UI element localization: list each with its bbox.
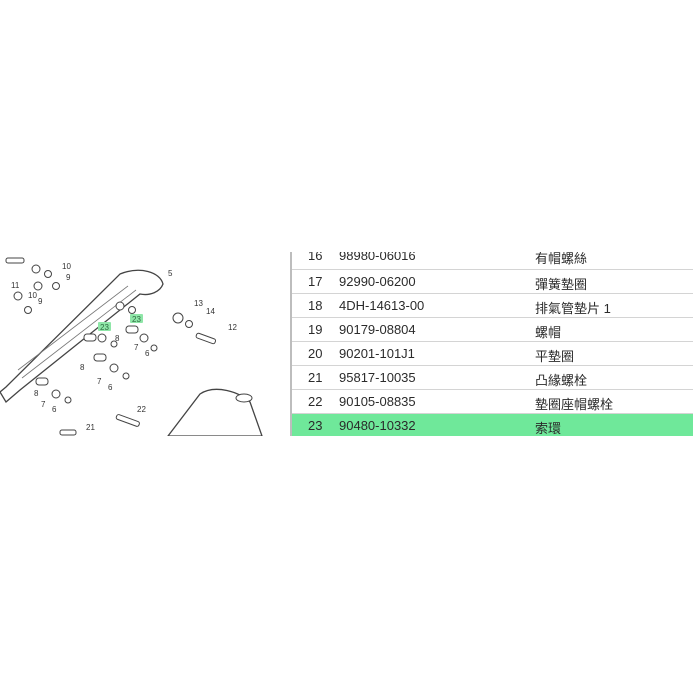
svg-text:23: 23 — [132, 315, 141, 324]
row-part-name: 索環 — [535, 421, 562, 436]
svg-text:7: 7 — [134, 343, 139, 352]
row-part-number: 95817-10035 — [339, 370, 416, 385]
row-index: 17 — [308, 274, 323, 289]
row-part-name: 墊圈座帽螺栓 — [535, 397, 614, 412]
highlight-badge-23-b[interactable]: 23 — [130, 314, 143, 324]
row-part-number: 98980-06016 — [339, 252, 416, 263]
row-part-name: 凸緣螺栓 — [535, 373, 588, 388]
table-row[interactable]: 20 90201-101J1 平墊圈 — [292, 342, 693, 366]
svg-text:7: 7 — [97, 377, 102, 386]
svg-text:10: 10 — [28, 291, 37, 300]
svg-text:12: 12 — [228, 323, 237, 332]
table-row[interactable]: 18 4DH-14613-00 排氣管墊片 1 — [292, 294, 693, 318]
svg-text:5: 5 — [168, 269, 173, 278]
row-index: 22 — [308, 394, 323, 409]
svg-text:21: 21 — [86, 423, 95, 432]
highlight-badge-23-a[interactable]: 23 — [98, 322, 111, 332]
table-row[interactable]: 17 92990-06200 彈簧墊圈 — [292, 270, 693, 294]
row-part-number: 90105-08835 — [339, 394, 416, 409]
row-part-number: 4DH-14613-00 — [339, 298, 425, 313]
parts-panel: 10 9 11 10 9 5 13 14 12 8 7 6 8 7 6 8 7 … — [0, 252, 693, 436]
svg-text:8: 8 — [115, 334, 120, 343]
row-index: 16 — [308, 252, 323, 263]
table-row[interactable]: 19 90179-08804 螺帽 — [292, 318, 693, 342]
row-part-number: 90201-101J1 — [339, 346, 415, 361]
svg-text:6: 6 — [108, 383, 113, 392]
row-part-name: 排氣管墊片 1 — [535, 301, 611, 316]
table-row[interactable]: 21 95817-10035 凸緣螺栓 — [292, 366, 693, 390]
row-index: 20 — [308, 346, 323, 361]
panel-divider — [290, 252, 292, 436]
svg-text:23: 23 — [100, 323, 109, 332]
svg-text:9: 9 — [38, 297, 43, 306]
row-part-number: 92990-06200 — [339, 274, 416, 289]
row-part-name: 平墊圈 — [535, 349, 575, 364]
diagram-callouts: 10 9 11 10 9 5 13 14 12 8 7 6 8 7 6 8 7 … — [11, 262, 237, 432]
table-row-selected[interactable]: 23 90480-10332 索環 — [292, 414, 693, 436]
parts-table: 16 98980-06016 有帽螺絲 17 92990-06200 彈簧墊圈 … — [292, 252, 693, 436]
row-part-number: 90480-10332 — [339, 418, 416, 433]
row-part-number: 90179-08804 — [339, 322, 416, 337]
svg-text:13: 13 — [194, 299, 203, 308]
svg-text:8: 8 — [80, 363, 85, 372]
svg-text:10: 10 — [62, 262, 71, 271]
exploded-parts-diagram: 10 9 11 10 9 5 13 14 12 8 7 6 8 7 6 8 7 … — [0, 257, 263, 436]
table-row[interactable]: 22 90105-08835 墊圈座帽螺栓 — [292, 390, 693, 414]
row-index: 18 — [308, 298, 323, 313]
svg-text:8: 8 — [34, 389, 39, 398]
row-part-name: 有帽螺絲 — [535, 252, 588, 266]
svg-text:6: 6 — [145, 349, 150, 358]
svg-text:9: 9 — [66, 273, 71, 282]
svg-text:22: 22 — [137, 405, 146, 414]
table-row[interactable]: 16 98980-06016 有帽螺絲 — [292, 252, 693, 270]
row-index: 23 — [308, 418, 323, 433]
svg-text:14: 14 — [206, 307, 215, 316]
row-part-name: 螺帽 — [535, 325, 562, 340]
row-part-name: 彈簧墊圈 — [535, 277, 588, 292]
svg-text:11: 11 — [11, 281, 20, 290]
row-index: 21 — [308, 370, 323, 385]
svg-text:6: 6 — [52, 405, 57, 414]
svg-text:7: 7 — [41, 400, 46, 409]
row-index: 19 — [308, 322, 323, 337]
